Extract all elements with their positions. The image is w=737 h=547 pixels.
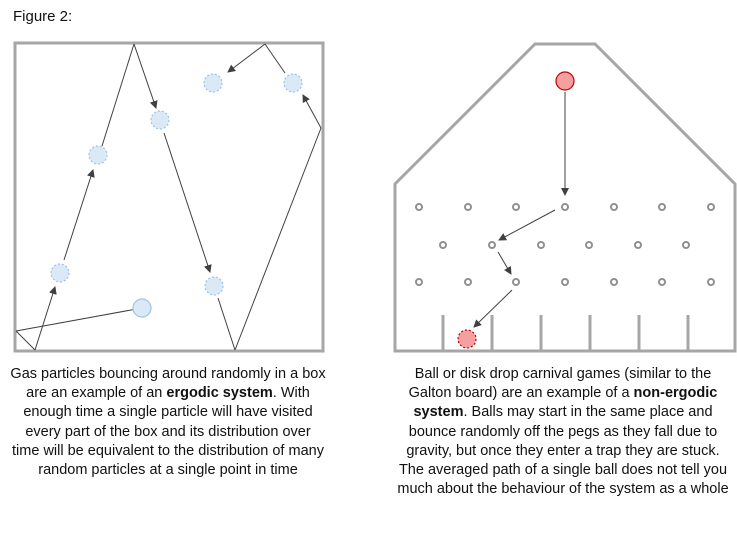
ball-trapped (457, 329, 477, 349)
gas-box-panel (13, 41, 325, 353)
gas-particle-trace (88, 145, 108, 165)
ball-start (555, 71, 575, 91)
trap-dividers (441, 315, 690, 351)
peg (464, 278, 472, 286)
peg (512, 278, 520, 286)
peg (464, 203, 472, 211)
trajectory-segment (217, 297, 236, 351)
gas-box-frame (13, 41, 325, 353)
peg (561, 203, 569, 211)
peg (610, 203, 618, 211)
peg (439, 241, 447, 249)
ball-path-segment (473, 289, 513, 328)
gas-particle-current (132, 298, 152, 318)
trajectory-segment (234, 127, 322, 351)
caption-text: . With enough time a single particle wil… (12, 385, 324, 479)
caption-text: Ball or disk drop carnival games (simila… (408, 366, 712, 402)
caption-text: Gas particles bouncing around randomly i… (10, 366, 326, 402)
peg (512, 203, 520, 211)
peg (415, 203, 423, 211)
peg (488, 241, 496, 249)
ball-path (473, 92, 569, 328)
peg (415, 278, 423, 286)
trajectory-segment (15, 330, 36, 351)
pegs (415, 203, 715, 286)
trajectory-segment (227, 43, 266, 73)
trajectory-segment (34, 286, 57, 351)
ball-path-segment (497, 251, 512, 275)
peg (658, 278, 666, 286)
trajectory-segment (133, 43, 158, 109)
peg (707, 278, 715, 286)
trajectory-segment (63, 169, 95, 261)
gas-particle-trace (204, 276, 224, 296)
trajectory-segment (15, 307, 143, 332)
peg (682, 241, 690, 249)
trajectory-segment (302, 94, 322, 129)
peg (610, 278, 618, 286)
caption-text: . Balls may start in the same place and … (397, 404, 729, 498)
gas-particle-trace (50, 263, 70, 283)
gas-trajectory (15, 43, 322, 351)
caption-emphasis: ergodic system (166, 385, 273, 402)
drop-game-panel (393, 42, 737, 353)
gas-particle-trace (150, 110, 170, 130)
gas-particle-trace (283, 73, 303, 93)
peg (707, 203, 715, 211)
trajectory-segment (163, 132, 212, 273)
trajectory-segment (101, 43, 135, 147)
trajectory-segment (264, 43, 286, 74)
ball-path-segment (498, 209, 556, 241)
figure-label: Figure 2: (13, 8, 73, 25)
gas-box-caption: Gas particles bouncing around randomly i… (10, 365, 326, 480)
drop-game-caption: Ball or disk drop carnival games (simila… (393, 365, 733, 499)
peg (634, 241, 642, 249)
peg (561, 278, 569, 286)
caption-emphasis: non-ergodic system (413, 385, 718, 421)
peg (585, 241, 593, 249)
drop-game-frame (393, 42, 737, 353)
peg (658, 203, 666, 211)
gas-particle-trace (203, 73, 223, 93)
gas-particles (50, 73, 303, 318)
peg (537, 241, 545, 249)
